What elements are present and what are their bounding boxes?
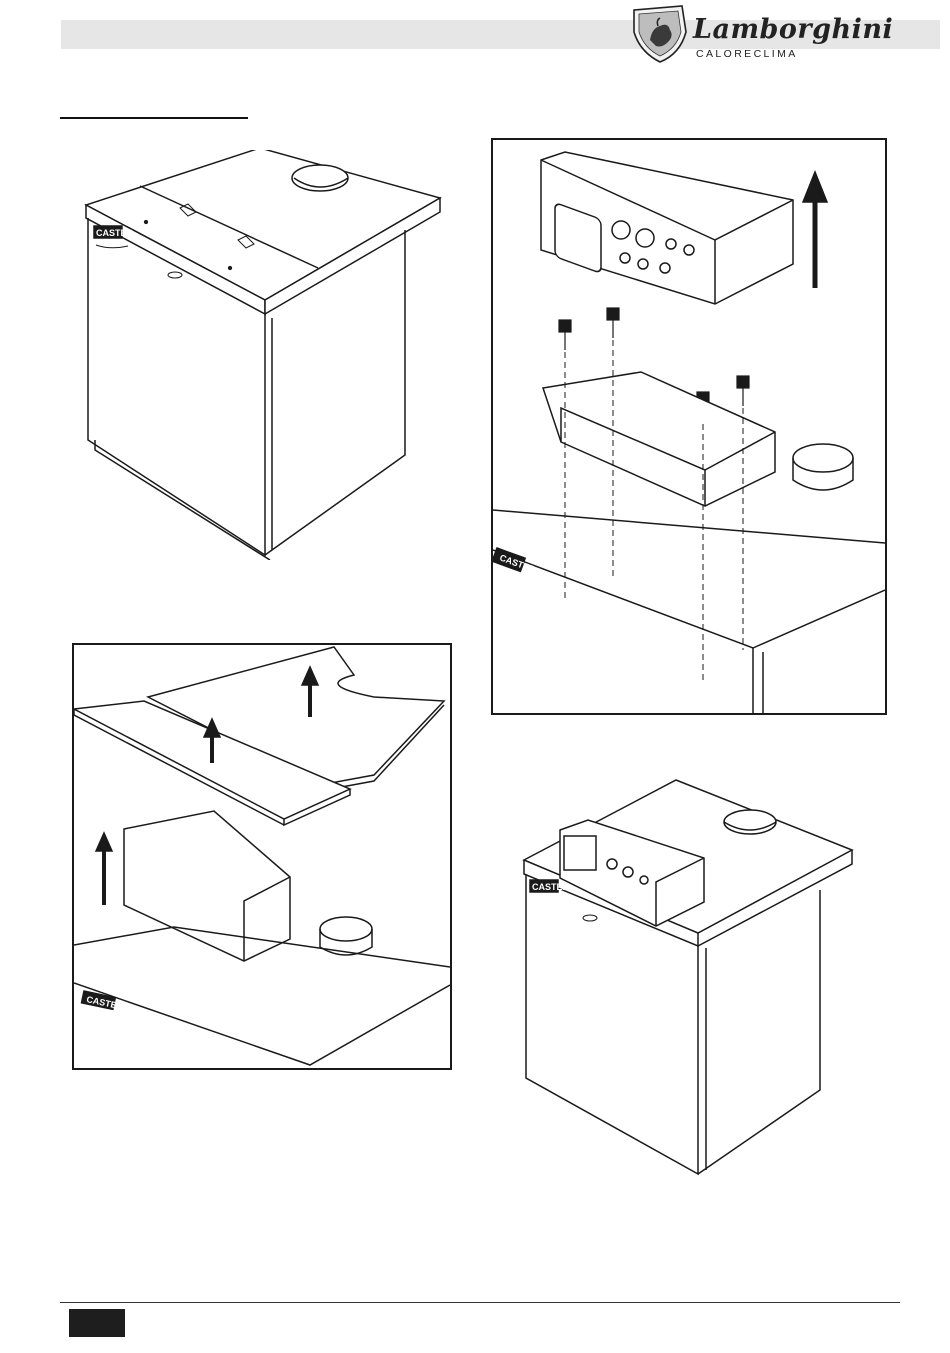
caster-badge-text: CASTER bbox=[96, 228, 134, 238]
up-arrow-icon bbox=[803, 172, 827, 202]
control-panel-removal-figure: CASTER bbox=[493, 140, 885, 713]
brand-subtitle: CALORECLIMA bbox=[696, 48, 798, 60]
top-panels-removal-figure: CASTER bbox=[74, 645, 450, 1068]
control-panel-icon bbox=[124, 811, 290, 961]
caster-badge-text-4: CASTER bbox=[532, 882, 570, 892]
brand-logotype: Lamborghini bbox=[693, 14, 893, 45]
page-number-tab bbox=[69, 1309, 125, 1337]
section-title-rule bbox=[60, 117, 248, 119]
boiler-with-panel-figure: CASTER bbox=[520, 778, 855, 1180]
footer-rule bbox=[60, 1302, 900, 1303]
boiler-assembled-figure: CASTER bbox=[80, 150, 450, 560]
